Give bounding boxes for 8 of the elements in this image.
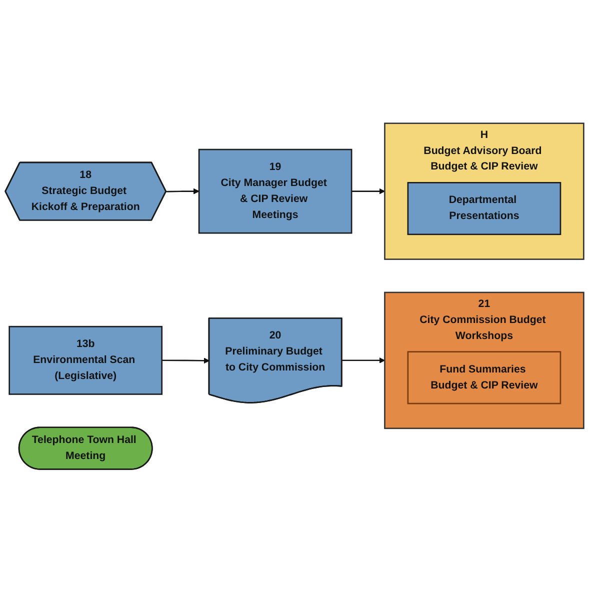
arrow [342, 357, 385, 364]
node-box: Fund Summaries Budget & CIP Review [407, 350, 562, 404]
node-box: 13b Environmental Scan (Legislative) [8, 326, 163, 395]
node-box: Departmental Presentations [407, 182, 562, 235]
arrow [162, 358, 210, 364]
node-box: 19 City Manager Budget & CIP Review Meetings [198, 148, 352, 234]
arrow [166, 188, 200, 194]
arrow [352, 188, 385, 194]
